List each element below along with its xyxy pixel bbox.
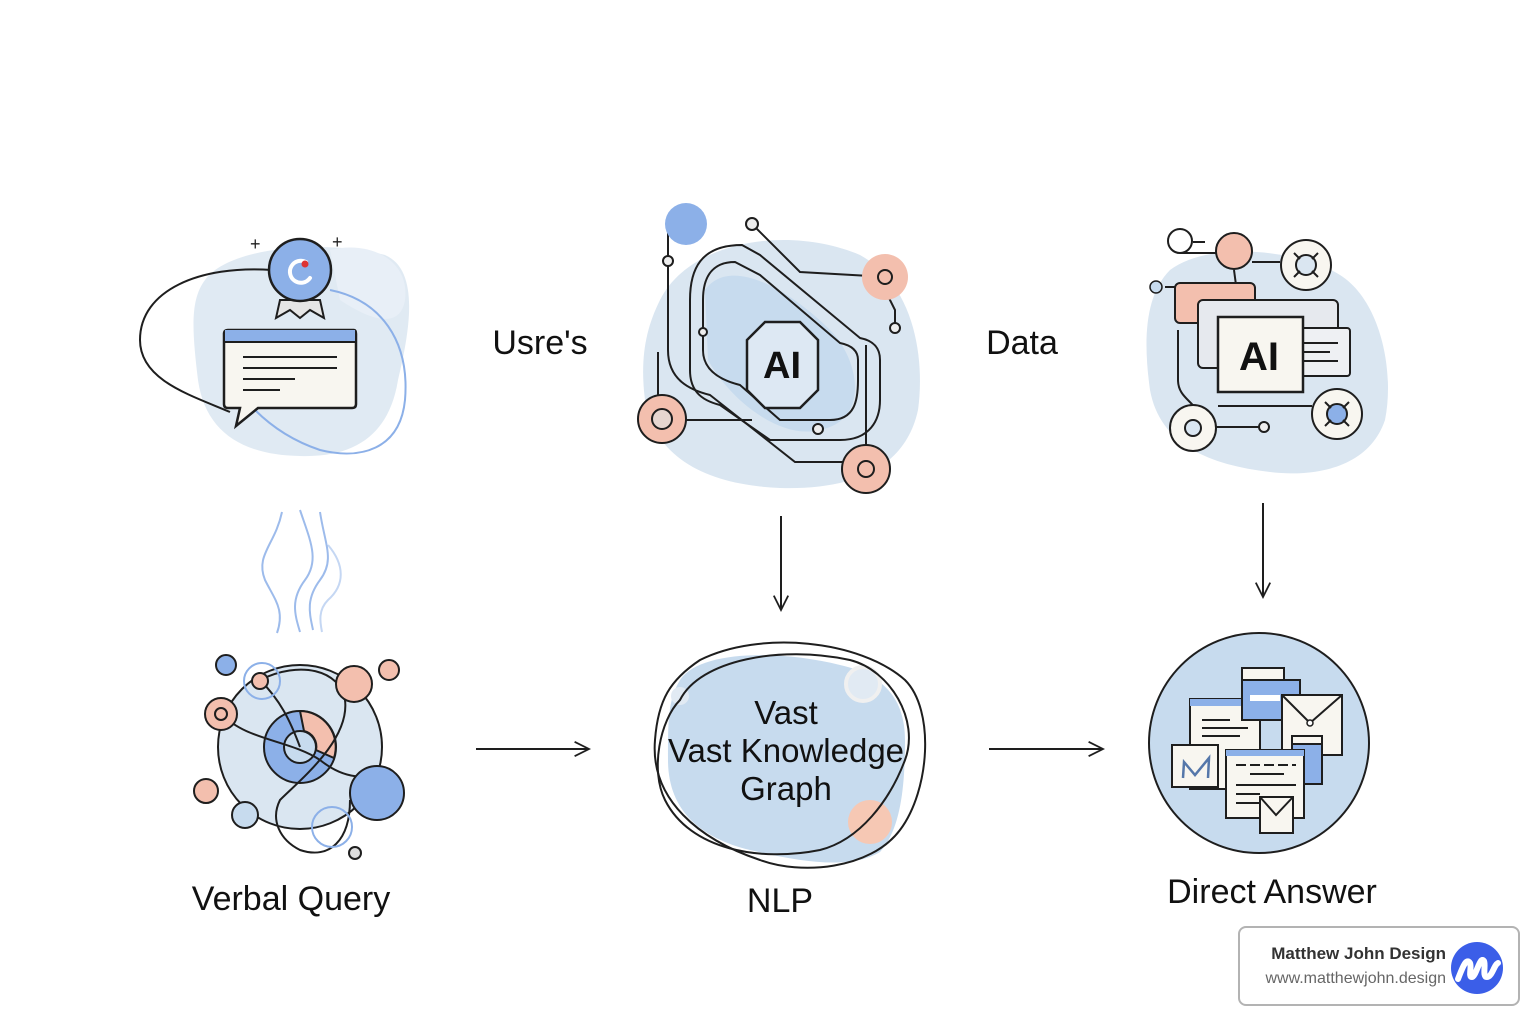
node-peach-icon (848, 800, 892, 844)
node-blue-dot-icon (1149, 280, 1163, 294)
label-verbal-query: Verbal Query (191, 880, 391, 918)
badge-ribbon-icon (274, 299, 326, 320)
junction-dot-icon (698, 327, 708, 337)
background-blob (668, 655, 905, 863)
ai-chip-icon (745, 320, 820, 410)
junction-dot-icon (745, 217, 759, 231)
junction-dot-icon (1258, 421, 1270, 433)
node-light-blue-icon (231, 801, 259, 829)
node-blue-large-icon (349, 765, 405, 821)
sparkle-plus-icon: + (250, 234, 261, 254)
node-peach-icon (335, 665, 373, 703)
node-ring-icon (857, 460, 875, 478)
circuit-trace (702, 260, 859, 421)
junction-dot-icon (877, 269, 893, 285)
ai-circuit: AI (637, 203, 920, 494)
ai-data-stack: AI (1146, 228, 1388, 474)
status-dot-icon (301, 260, 309, 268)
knowledge-graph-line: Graph (740, 770, 832, 807)
circuit-trace (689, 243, 881, 441)
background-blob-light (330, 247, 406, 319)
node-ring-icon (214, 707, 228, 721)
circuit-trace (667, 220, 866, 463)
label-data: Data (986, 324, 1058, 362)
gear-node-icon (1169, 404, 1217, 452)
node-peach-icon (1215, 232, 1253, 270)
chat-bubble-icon (222, 328, 358, 430)
credit-badge[interactable]: Matthew John Design www.matthewjohn.desi… (1238, 926, 1520, 1006)
orbit-path (259, 668, 351, 854)
label-direct-answer: Direct Answer (1167, 873, 1377, 911)
orbit-path (656, 653, 910, 856)
node-ring-icon (651, 408, 673, 430)
node-peach-icon (193, 778, 219, 804)
sound-wave-icon (261, 509, 342, 634)
sparkle-plus-icon: + (332, 232, 343, 252)
user-query-icon: + + (138, 232, 410, 457)
spacer (0, 0, 1, 1)
credit-url-link[interactable]: www.matthewjohn.design (1265, 970, 1446, 987)
junction-dot-icon (812, 423, 824, 435)
node-blue-icon (215, 654, 237, 676)
connector-loop-blue (254, 289, 407, 455)
ai-card (1216, 315, 1305, 394)
label-nlp: NLP (746, 882, 814, 920)
target-node-icon (1311, 388, 1363, 440)
credit-name: Matthew John Design (1271, 944, 1446, 963)
mail-icon (1171, 744, 1219, 788)
knowledge-graph (653, 641, 927, 869)
direct-answer (1148, 632, 1370, 854)
orbit-ring-blue (243, 662, 281, 700)
node-grey-icon (348, 846, 362, 860)
knowledge-graph-line: Vast Knowledge (667, 732, 905, 769)
node-blue-icon (665, 203, 707, 245)
node-peach-icon (378, 659, 400, 681)
orbit-path (653, 641, 927, 869)
knowledge-graph-line: Vast (754, 694, 818, 731)
orbit-ring-blue (311, 806, 353, 848)
ai-card-label: AI (1239, 335, 1279, 379)
junction-dot-icon (662, 255, 674, 267)
verbal-query-network (193, 654, 405, 860)
junction-dot-icon (889, 322, 901, 334)
node-light-icon (844, 665, 882, 703)
knowledge-graph-text: Vast Vast Knowledge Graph (668, 694, 904, 808)
connector-loop (138, 268, 273, 413)
envelope-icon (1259, 796, 1294, 834)
node-ring-icon (1167, 228, 1193, 254)
ai-chip-label: AI (763, 345, 801, 387)
node-peach-icon (251, 672, 269, 690)
label-user: Usre's (492, 324, 588, 362)
matthew-john-logo-icon (1451, 942, 1503, 994)
target-node-icon (1280, 239, 1332, 291)
circuit-trace (751, 223, 871, 277)
badge-circle-icon (267, 237, 333, 303)
refresh-icon (288, 258, 312, 285)
